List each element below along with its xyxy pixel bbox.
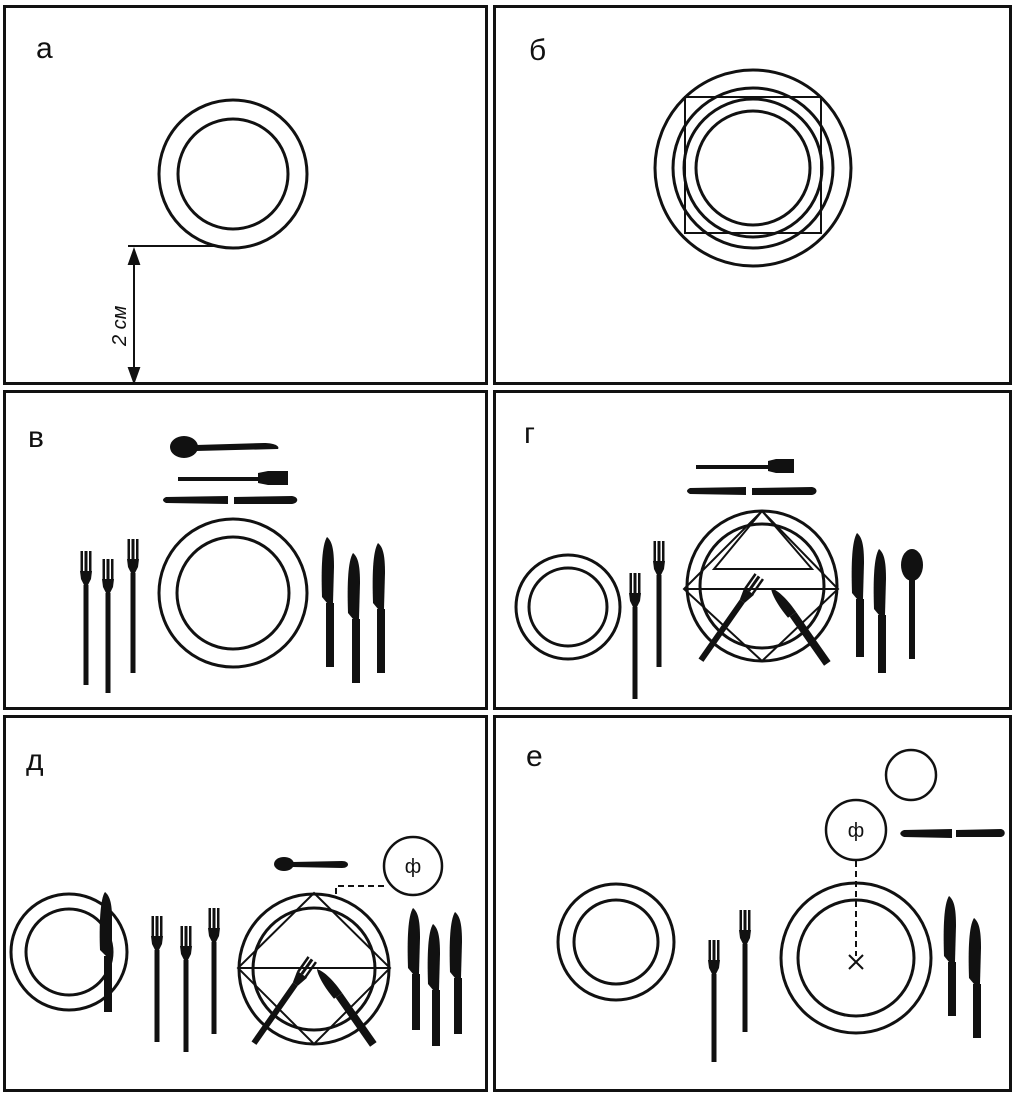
knife-icon — [321, 537, 334, 667]
panel-v-drawing — [80, 436, 385, 693]
fork-icon — [80, 551, 92, 685]
fork-icon — [251, 956, 317, 1045]
glass-icon: ф — [824, 798, 888, 862]
fork-icon — [178, 471, 288, 485]
knife-icon — [770, 588, 831, 666]
spoon-icon — [274, 857, 348, 871]
napkin-icon — [236, 891, 392, 1046]
knife-icon — [851, 533, 864, 657]
plate-icon — [157, 98, 309, 250]
knife-icon — [372, 543, 385, 673]
knife-icon — [900, 829, 1005, 838]
knife-icon — [316, 969, 377, 1047]
panel-letter-g: г — [524, 417, 535, 450]
panel-letter-v: в — [28, 421, 44, 454]
panel-b: б — [493, 5, 1012, 385]
knife-icon — [449, 912, 462, 1034]
knife-icon — [163, 496, 298, 504]
knife-icon — [99, 892, 112, 1012]
marker-label: ф — [848, 820, 864, 842]
knife-icon — [968, 918, 981, 1038]
fork-icon — [698, 573, 764, 662]
fork-icon — [102, 559, 114, 693]
panel-a-drawing: 2 см — [109, 98, 309, 382]
plate-icon — [514, 553, 622, 661]
panel-d: д — [3, 715, 488, 1092]
panel-letter-b: б — [529, 34, 547, 67]
fork-icon — [739, 910, 751, 1032]
fork-icon — [629, 573, 641, 699]
panel-e: е ф — [493, 715, 1012, 1092]
knife-icon — [687, 487, 817, 495]
guide-line — [335, 885, 384, 896]
plate-icon — [556, 882, 676, 1002]
panel-e-drawing: ф — [556, 748, 1005, 1062]
fork-icon — [151, 916, 163, 1042]
fork-icon — [653, 541, 665, 667]
fork-icon — [208, 908, 220, 1034]
panel-g-drawing — [514, 459, 923, 699]
measure-line — [127, 245, 218, 382]
panel-g: г — [493, 390, 1012, 710]
glass-icon — [884, 748, 938, 802]
measure-label: 2 см — [109, 305, 131, 347]
fork-icon — [696, 459, 794, 473]
napkin-icon — [684, 96, 822, 234]
knife-icon — [427, 924, 440, 1046]
panel-v: в — [3, 390, 488, 710]
spoon-icon — [901, 549, 923, 659]
fork-icon — [180, 926, 192, 1052]
panel-a: а 2 см — [3, 5, 488, 385]
panel-letter-a: а — [36, 32, 53, 65]
knife-icon — [943, 896, 956, 1016]
panel-b-drawing — [653, 68, 853, 268]
fork-icon — [708, 940, 720, 1062]
knife-icon — [873, 549, 886, 673]
panel-letter-e: е — [526, 740, 543, 773]
glass-icon: ф — [382, 835, 444, 897]
plate-icon — [157, 517, 309, 669]
spoon-icon — [170, 436, 279, 458]
marker-label: ф — [405, 856, 421, 878]
panel-d-drawing: ф — [9, 835, 462, 1052]
knife-icon — [347, 553, 360, 683]
knife-icon — [407, 908, 420, 1030]
panel-letter-d: д — [26, 744, 44, 777]
center-mark — [848, 954, 864, 970]
napkin-icon — [682, 509, 840, 663]
fork-icon — [127, 539, 139, 673]
